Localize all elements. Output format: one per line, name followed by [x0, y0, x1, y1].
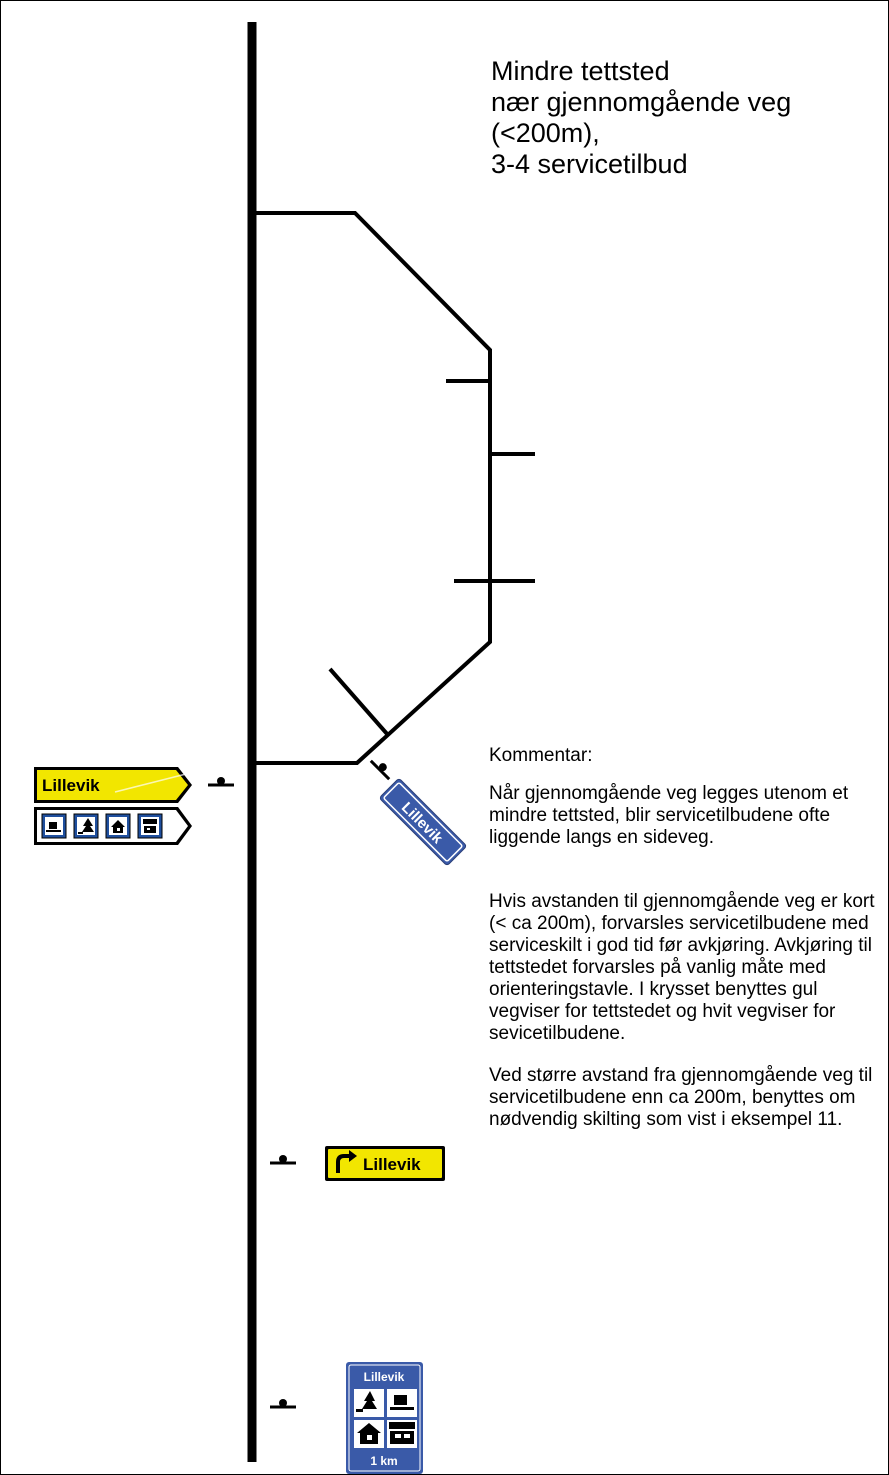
service-panel-title: Lillevik	[364, 1370, 405, 1384]
comment-paragraph: Når gjennomgående veg legges utenom et m…	[489, 783, 849, 848]
side-branch	[328, 667, 390, 737]
sign-post-marker	[369, 759, 391, 781]
diagram-title: Mindre tettsted nær gjennomgående veg (<…	[491, 56, 791, 180]
service-panel-distance: 1 km	[370, 1454, 397, 1468]
comment-paragraph: Ved større avstand fra gjennomgående veg…	[489, 1065, 873, 1130]
sign-post-marker	[270, 1155, 296, 1165]
campground-icon	[73, 813, 99, 839]
campground-icon	[354, 1389, 384, 1417]
sign-post-marker	[208, 777, 234, 787]
comment-paragraph: Hvis avstanden til gjennomgående veg er …	[489, 891, 875, 1044]
comment-heading: Kommentar:	[489, 745, 593, 766]
cafe-icon	[41, 813, 67, 839]
turn-right-sign: Lillevik	[325, 1146, 445, 1181]
cabin-icon	[354, 1420, 384, 1448]
title-line: (<200m),	[491, 118, 600, 148]
place-name-sign: Lillevik	[379, 778, 467, 866]
cabin-icon	[105, 813, 131, 839]
sign-post-marker	[270, 1399, 296, 1409]
turn-right-label: Lillevik	[363, 1155, 421, 1174]
cafe-icon	[387, 1389, 417, 1417]
title-line: nær gjennomgående veg	[491, 87, 792, 117]
side-road	[256, 211, 492, 765]
yellow-sign-label: Lillevik	[42, 776, 100, 795]
service-panel-sign: Lillevik 1 km	[346, 1362, 423, 1474]
lodging-icon	[137, 813, 163, 839]
yellow-direction-sign: Lillevik	[34, 767, 192, 803]
title-line: Mindre tettsted	[491, 56, 670, 86]
white-service-sign	[34, 807, 192, 845]
title-line: 3-4 servicetilbud	[491, 149, 688, 179]
turn-right-arrow-icon	[336, 1150, 357, 1173]
lodging-icon	[387, 1420, 417, 1448]
